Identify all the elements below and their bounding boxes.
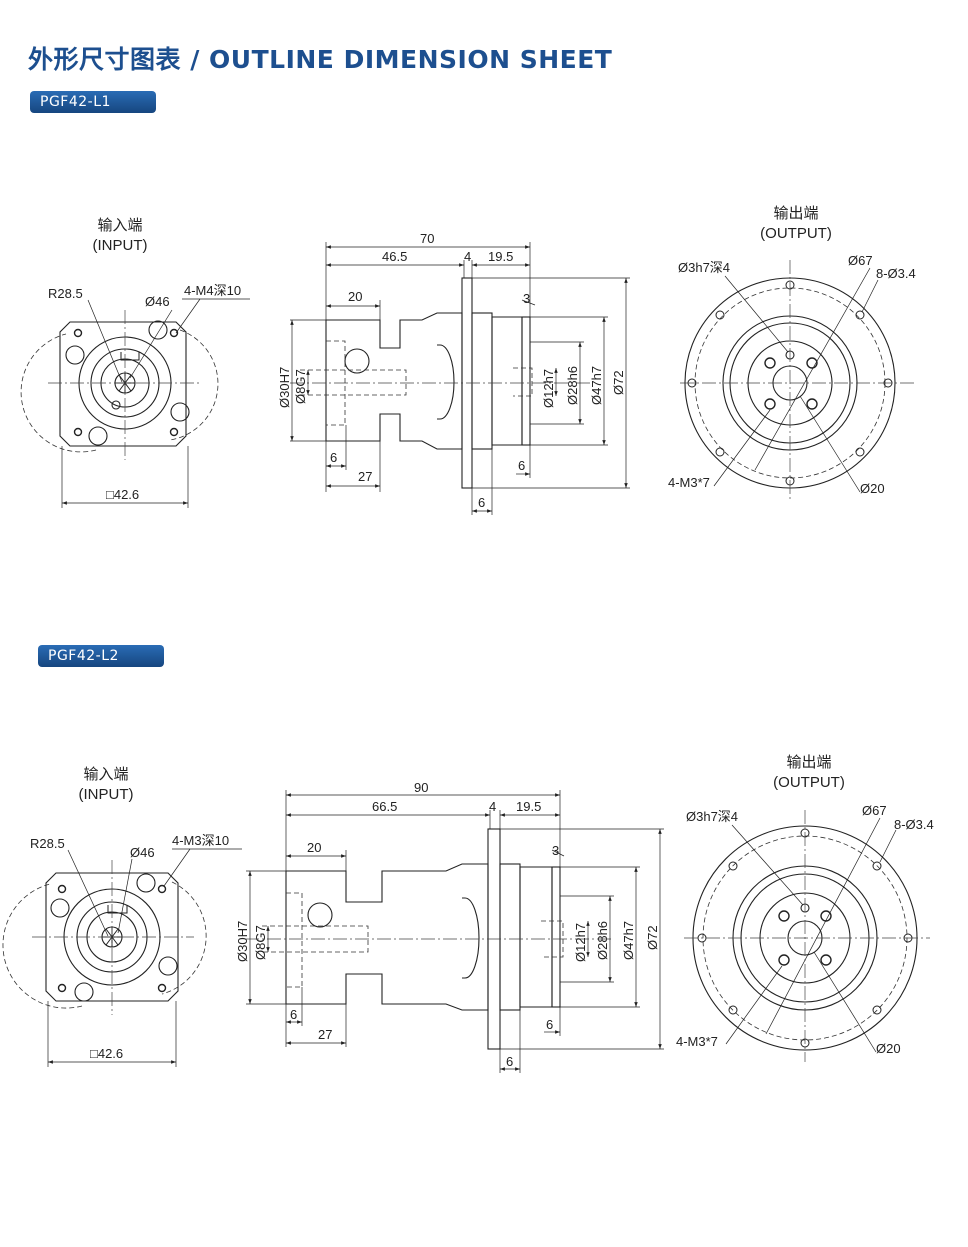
- output-bore: Ø20: [860, 481, 885, 496]
- dim-d4: Ø28h6: [595, 921, 610, 960]
- model-badge-l2: PGF42-L2: [38, 645, 164, 667]
- dim-l5: 3: [523, 291, 530, 306]
- model-l2-drawing: 输入端 (INPUT) R28.5 Ø46 4-M3深10 □42.6: [2, 754, 934, 1073]
- dim-l8: 6: [478, 495, 485, 510]
- output-pcd: Ø67: [862, 803, 887, 818]
- output-pcd: Ø67: [848, 253, 873, 268]
- output-holes: 8-Ø3.4: [894, 817, 934, 832]
- dim-d1: Ø30H7: [235, 921, 250, 962]
- dim-d6: Ø72: [645, 925, 660, 950]
- dim-l9: 6: [518, 458, 525, 473]
- output-pin: Ø3h7深4: [678, 260, 730, 275]
- dim-l8: 6: [506, 1054, 513, 1069]
- input-square: □42.6: [106, 487, 139, 502]
- side-view-l2: 90 66.5 4 19.5 20 3 6 27 6 6 Ø: [235, 780, 664, 1073]
- output-label-en: (OUTPUT): [773, 774, 845, 791]
- dim-length: 70: [420, 231, 434, 246]
- input-radius: R28.5: [48, 286, 83, 301]
- input-view-l1: 输入端 (INPUT) R28.5 Ø46 4-M4深10 □42.6: [20, 217, 250, 508]
- dim-length: 90: [414, 780, 428, 795]
- dim-l1: 46.5: [382, 249, 407, 264]
- dim-l7: 27: [318, 1027, 332, 1042]
- output-pin: Ø3h7深4: [686, 809, 738, 824]
- page-title: 外形尺寸图表 / OUTLINE DIMENSION SHEET: [28, 45, 613, 74]
- dim-d1: Ø30H7: [277, 367, 292, 408]
- dim-l5: 3: [552, 843, 559, 858]
- dim-l4: 20: [307, 840, 321, 855]
- dim-l9: 6: [546, 1017, 553, 1032]
- input-holes: 4-M4深10: [184, 283, 241, 298]
- input-label-cn: 输入端: [97, 217, 142, 234]
- input-diameter: Ø46: [130, 845, 155, 860]
- output-bore: Ø20: [876, 1041, 901, 1056]
- output-view-l1: 输出端 (OUTPUT) Ø3h7深4 Ø67 8-Ø3.4 4-M3*7 Ø2…: [668, 205, 916, 500]
- dim-l2: 4: [489, 799, 496, 814]
- input-label-en: (INPUT): [79, 786, 134, 803]
- input-radius: R28.5: [30, 836, 65, 851]
- dim-l1: 66.5: [372, 799, 397, 814]
- model-l1-drawing: 输入端 (INPUT) R28.5 Ø46 4-M4深10 □42.6: [20, 205, 916, 515]
- input-diameter: Ø46: [145, 294, 170, 309]
- output-tap: 4-M3*7: [668, 475, 710, 490]
- dim-d2: Ø8G7: [253, 925, 268, 960]
- output-tap: 4-M3*7: [676, 1034, 718, 1049]
- dim-l4: 20: [348, 289, 362, 304]
- dim-l6: 6: [290, 1007, 297, 1022]
- output-label-cn: 输出端: [786, 754, 831, 771]
- dim-l3: 19.5: [488, 249, 513, 264]
- dim-d5: Ø47h7: [589, 366, 604, 405]
- dim-d6: Ø72: [611, 370, 626, 395]
- dim-d4: Ø28h6: [565, 366, 580, 405]
- dim-d3: Ø12h7: [541, 369, 556, 408]
- output-view-l2: 输出端 (OUTPUT) Ø3h7深4 Ø67 8-Ø3.4 4-M3*7 Ø2…: [676, 754, 934, 1062]
- output-label-en: (OUTPUT): [760, 225, 832, 242]
- dim-l7: 27: [358, 469, 372, 484]
- model-badge-l1: PGF42-L1: [30, 91, 156, 113]
- dim-l2: 4: [464, 249, 471, 264]
- dim-d3: Ø12h7: [573, 923, 588, 962]
- input-label-en: (INPUT): [93, 237, 148, 254]
- input-view-l2: 输入端 (INPUT) R28.5 Ø46 4-M3深10 □42.6: [2, 766, 242, 1067]
- side-view-l1: 70 46.5 4 19.5 20 3 6 27 6 6 Ø: [277, 231, 630, 515]
- input-holes: 4-M3深10: [172, 833, 229, 848]
- input-label-cn: 输入端: [83, 766, 128, 783]
- dim-l6: 6: [330, 450, 337, 465]
- dim-d2: Ø8G7: [293, 369, 308, 404]
- output-label-cn: 输出端: [773, 205, 818, 222]
- dim-d5: Ø47h7: [621, 921, 636, 960]
- input-square: □42.6: [90, 1046, 123, 1061]
- dim-l3: 19.5: [516, 799, 541, 814]
- output-holes: 8-Ø3.4: [876, 266, 916, 281]
